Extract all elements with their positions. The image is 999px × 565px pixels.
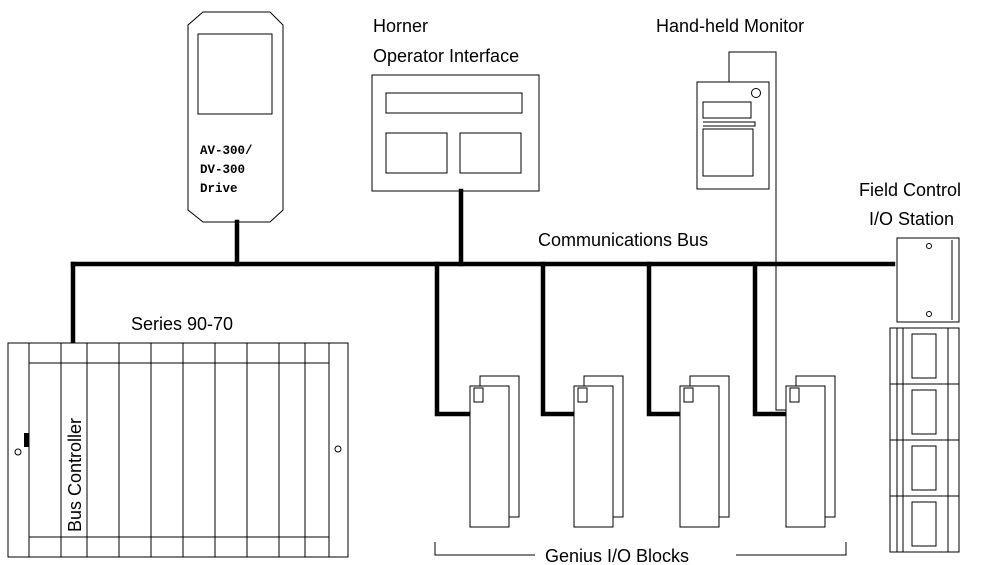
field-label-line2: I/O Station bbox=[869, 209, 954, 229]
communications-bus: Communications Bus bbox=[70, 188, 896, 417]
field-control-io-station: Field Control I/O Station bbox=[859, 180, 961, 553]
drive-label-line2: DV-300 bbox=[200, 163, 245, 177]
series-label: Series 90-70 bbox=[131, 314, 233, 334]
series-90-70-rack: Series 90-70 Bus Controller bbox=[7, 314, 349, 558]
genius-bracket: Genius I/O Blocks bbox=[434, 542, 847, 565]
genius-io-block bbox=[785, 375, 836, 528]
genius-io-block bbox=[573, 375, 624, 528]
genius-label: Genius I/O Blocks bbox=[545, 546, 689, 565]
drive-unit: AV-300/ DV-300 Drive bbox=[187, 11, 284, 223]
bus-controller-label: Bus Controller bbox=[65, 418, 85, 532]
hand-held-monitor: Hand-held Monitor bbox=[656, 16, 804, 411]
handheld-label: Hand-held Monitor bbox=[656, 16, 804, 36]
horner-label-line1: Horner bbox=[373, 16, 428, 36]
genius-io-block bbox=[679, 375, 730, 528]
drive-label-line1: AV-300/ bbox=[200, 144, 253, 158]
horner-label-line2: Operator Interface bbox=[373, 46, 519, 66]
genius-io-block bbox=[469, 375, 520, 528]
drive-label-line3: Drive bbox=[200, 182, 238, 196]
field-label-line1: Field Control bbox=[859, 180, 961, 200]
comm-bus-label: Communications Bus bbox=[538, 230, 708, 250]
horner-operator-interface: Horner Operator Interface bbox=[371, 16, 540, 192]
